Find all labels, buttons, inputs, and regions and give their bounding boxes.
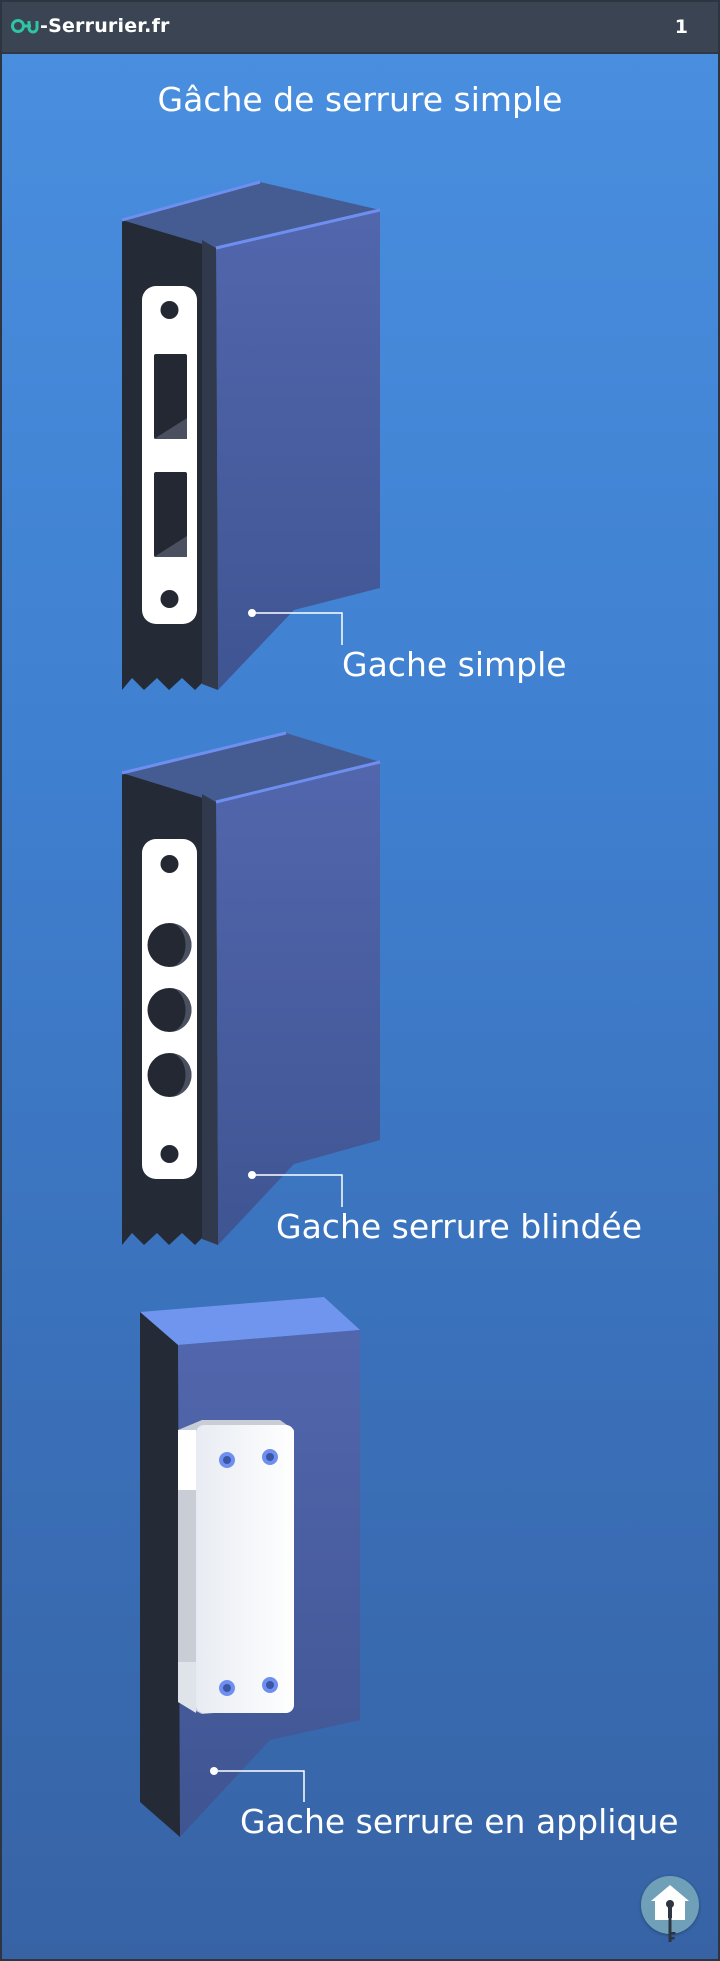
- strike-plate-2: [142, 839, 197, 1179]
- page-number: 1: [674, 16, 688, 38]
- top-bar: -Serrurier.fr 1: [2, 2, 718, 54]
- strike-plate-1: [142, 286, 197, 624]
- callout-line-3: [210, 1767, 305, 1802]
- surface-strike-box: [178, 1420, 294, 1714]
- page-title: Gâche de serrure simple: [157, 80, 563, 119]
- key-icon: [11, 19, 39, 34]
- callout-line-2: [248, 1171, 343, 1207]
- site-logo[interactable]: -Serrurier.fr: [11, 15, 170, 37]
- home-button[interactable]: [641, 1876, 699, 1942]
- brand-name: -Serrurier.fr: [40, 15, 170, 37]
- label-gache-blindee: Gache serrure blindée: [276, 1207, 642, 1246]
- callout-line-1: [248, 609, 343, 645]
- label-gache-simple: Gache simple: [342, 645, 567, 684]
- home-key-icon: [651, 1885, 689, 1942]
- label-gache-applique: Gache serrure en applique: [240, 1802, 679, 1841]
